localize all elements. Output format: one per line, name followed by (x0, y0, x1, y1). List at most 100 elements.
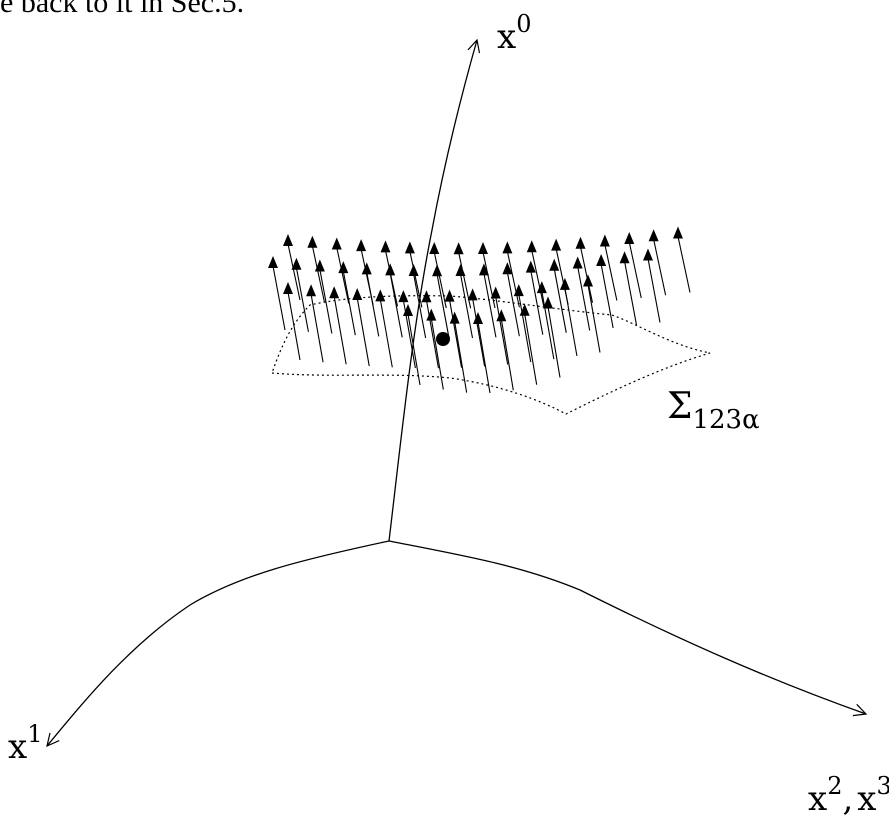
vector-arrowhead (291, 257, 302, 270)
vector-arrowhead (380, 240, 391, 253)
vector-shaft (287, 291, 301, 361)
label-sigma: Σ123α (667, 386, 760, 435)
vector-arrowhead (352, 288, 363, 301)
vector-shaft (448, 299, 463, 368)
vector-shaft (518, 293, 532, 363)
vector-arrowhead (519, 303, 530, 316)
vector-shaft (310, 294, 324, 363)
label-x2-x3: x2,x3 (808, 772, 889, 818)
vector-arrowhead (453, 242, 464, 255)
vector-arrowhead (496, 309, 507, 322)
vector-arrowhead (536, 281, 547, 294)
vector-arrowhead (502, 262, 513, 275)
vector-arrowhead (283, 282, 293, 294)
vector-shaft (477, 321, 491, 394)
vector-shaft (413, 273, 427, 339)
vector-shaft (531, 250, 545, 307)
vector-arrowhead (306, 284, 317, 297)
vector-arrowhead (673, 226, 683, 239)
vector-shaft (553, 268, 567, 333)
vector-arrowhead (444, 289, 455, 302)
vector-arrowhead (408, 264, 419, 277)
vector-arrowhead (619, 251, 630, 264)
vector-arrowhead (421, 290, 432, 303)
vector-shaft (454, 321, 468, 393)
vector-arrowhead (314, 259, 325, 272)
vector-field (268, 226, 691, 394)
vector-arrowhead (648, 229, 659, 242)
label-x0: x0 (497, 10, 531, 57)
vector-arrowhead (583, 274, 593, 287)
vector-arrowhead (268, 256, 278, 268)
vector-shaft (425, 300, 440, 369)
vector-shaft (407, 313, 421, 386)
vector-shaft (647, 258, 661, 323)
vector-shaft (577, 266, 591, 331)
vector-arrowhead (398, 290, 409, 303)
vector-arrowhead (549, 258, 560, 271)
vector-shaft (436, 274, 450, 339)
vector-shaft (409, 251, 423, 308)
vector-shaft (541, 291, 555, 360)
vector-shaft (653, 239, 667, 296)
vector-arrowhead (307, 235, 318, 248)
vector-arrowhead (361, 262, 372, 275)
vector-arrowhead (283, 234, 293, 246)
axis-x1 (47, 540, 390, 746)
vector-shaft (579, 246, 594, 303)
vector-arrowhead (375, 289, 386, 302)
vector-shaft (333, 296, 347, 365)
vector-arrowhead (426, 308, 437, 321)
vector-arrowhead (525, 260, 536, 273)
vector-arrowhead (404, 241, 415, 254)
vector-arrowhead (599, 234, 610, 247)
vector-arrowhead (467, 288, 478, 301)
vector-arrowhead (356, 239, 367, 252)
surface-point (436, 332, 450, 346)
vector-shaft (272, 265, 286, 331)
vector-arrowhead (338, 261, 349, 274)
vector-arrowhead (526, 240, 537, 253)
vector-arrowhead (432, 264, 443, 277)
vector-arrowhead (455, 263, 466, 276)
vector-arrowhead (572, 256, 583, 269)
vector-shaft (628, 241, 642, 299)
vector-shaft (500, 319, 514, 391)
vector-shaft (587, 284, 601, 353)
vector-arrowhead (478, 241, 488, 254)
vector-arrowhead (329, 286, 340, 299)
vector-arrowhead (478, 263, 489, 276)
vector-shaft (342, 270, 356, 336)
vector-shaft (564, 287, 578, 357)
vector-arrowhead (643, 248, 653, 261)
label-x1: x1 (8, 720, 42, 767)
vector-shaft (547, 306, 561, 378)
vector-arrowhead (429, 242, 440, 255)
vector-arrowhead (449, 311, 460, 324)
vector-shaft (336, 247, 350, 304)
vector-shaft (319, 269, 333, 334)
vector-shaft (430, 318, 444, 390)
vector-shaft (389, 273, 403, 338)
vector-shaft (604, 244, 618, 301)
vector-shaft (366, 272, 380, 337)
vector-arrowhead (551, 238, 562, 251)
vector-shaft (600, 263, 614, 329)
vector-shaft (677, 236, 691, 293)
axis-x2-x3 (388, 540, 866, 714)
vector-shaft (530, 270, 544, 335)
vector-shaft (311, 245, 325, 302)
vector-shaft (506, 272, 520, 337)
vector-shaft (506, 251, 520, 308)
vector-shaft (472, 298, 486, 367)
vector-arrowhead (624, 231, 635, 244)
vector-shaft (524, 313, 538, 385)
vector-shaft (495, 296, 509, 365)
vector-shaft (459, 273, 474, 339)
vector-arrowhead (596, 253, 607, 266)
vector-arrowhead (559, 277, 570, 290)
vector-shaft (287, 243, 301, 301)
vector-arrowhead (513, 284, 524, 297)
vector-shaft (624, 261, 638, 326)
